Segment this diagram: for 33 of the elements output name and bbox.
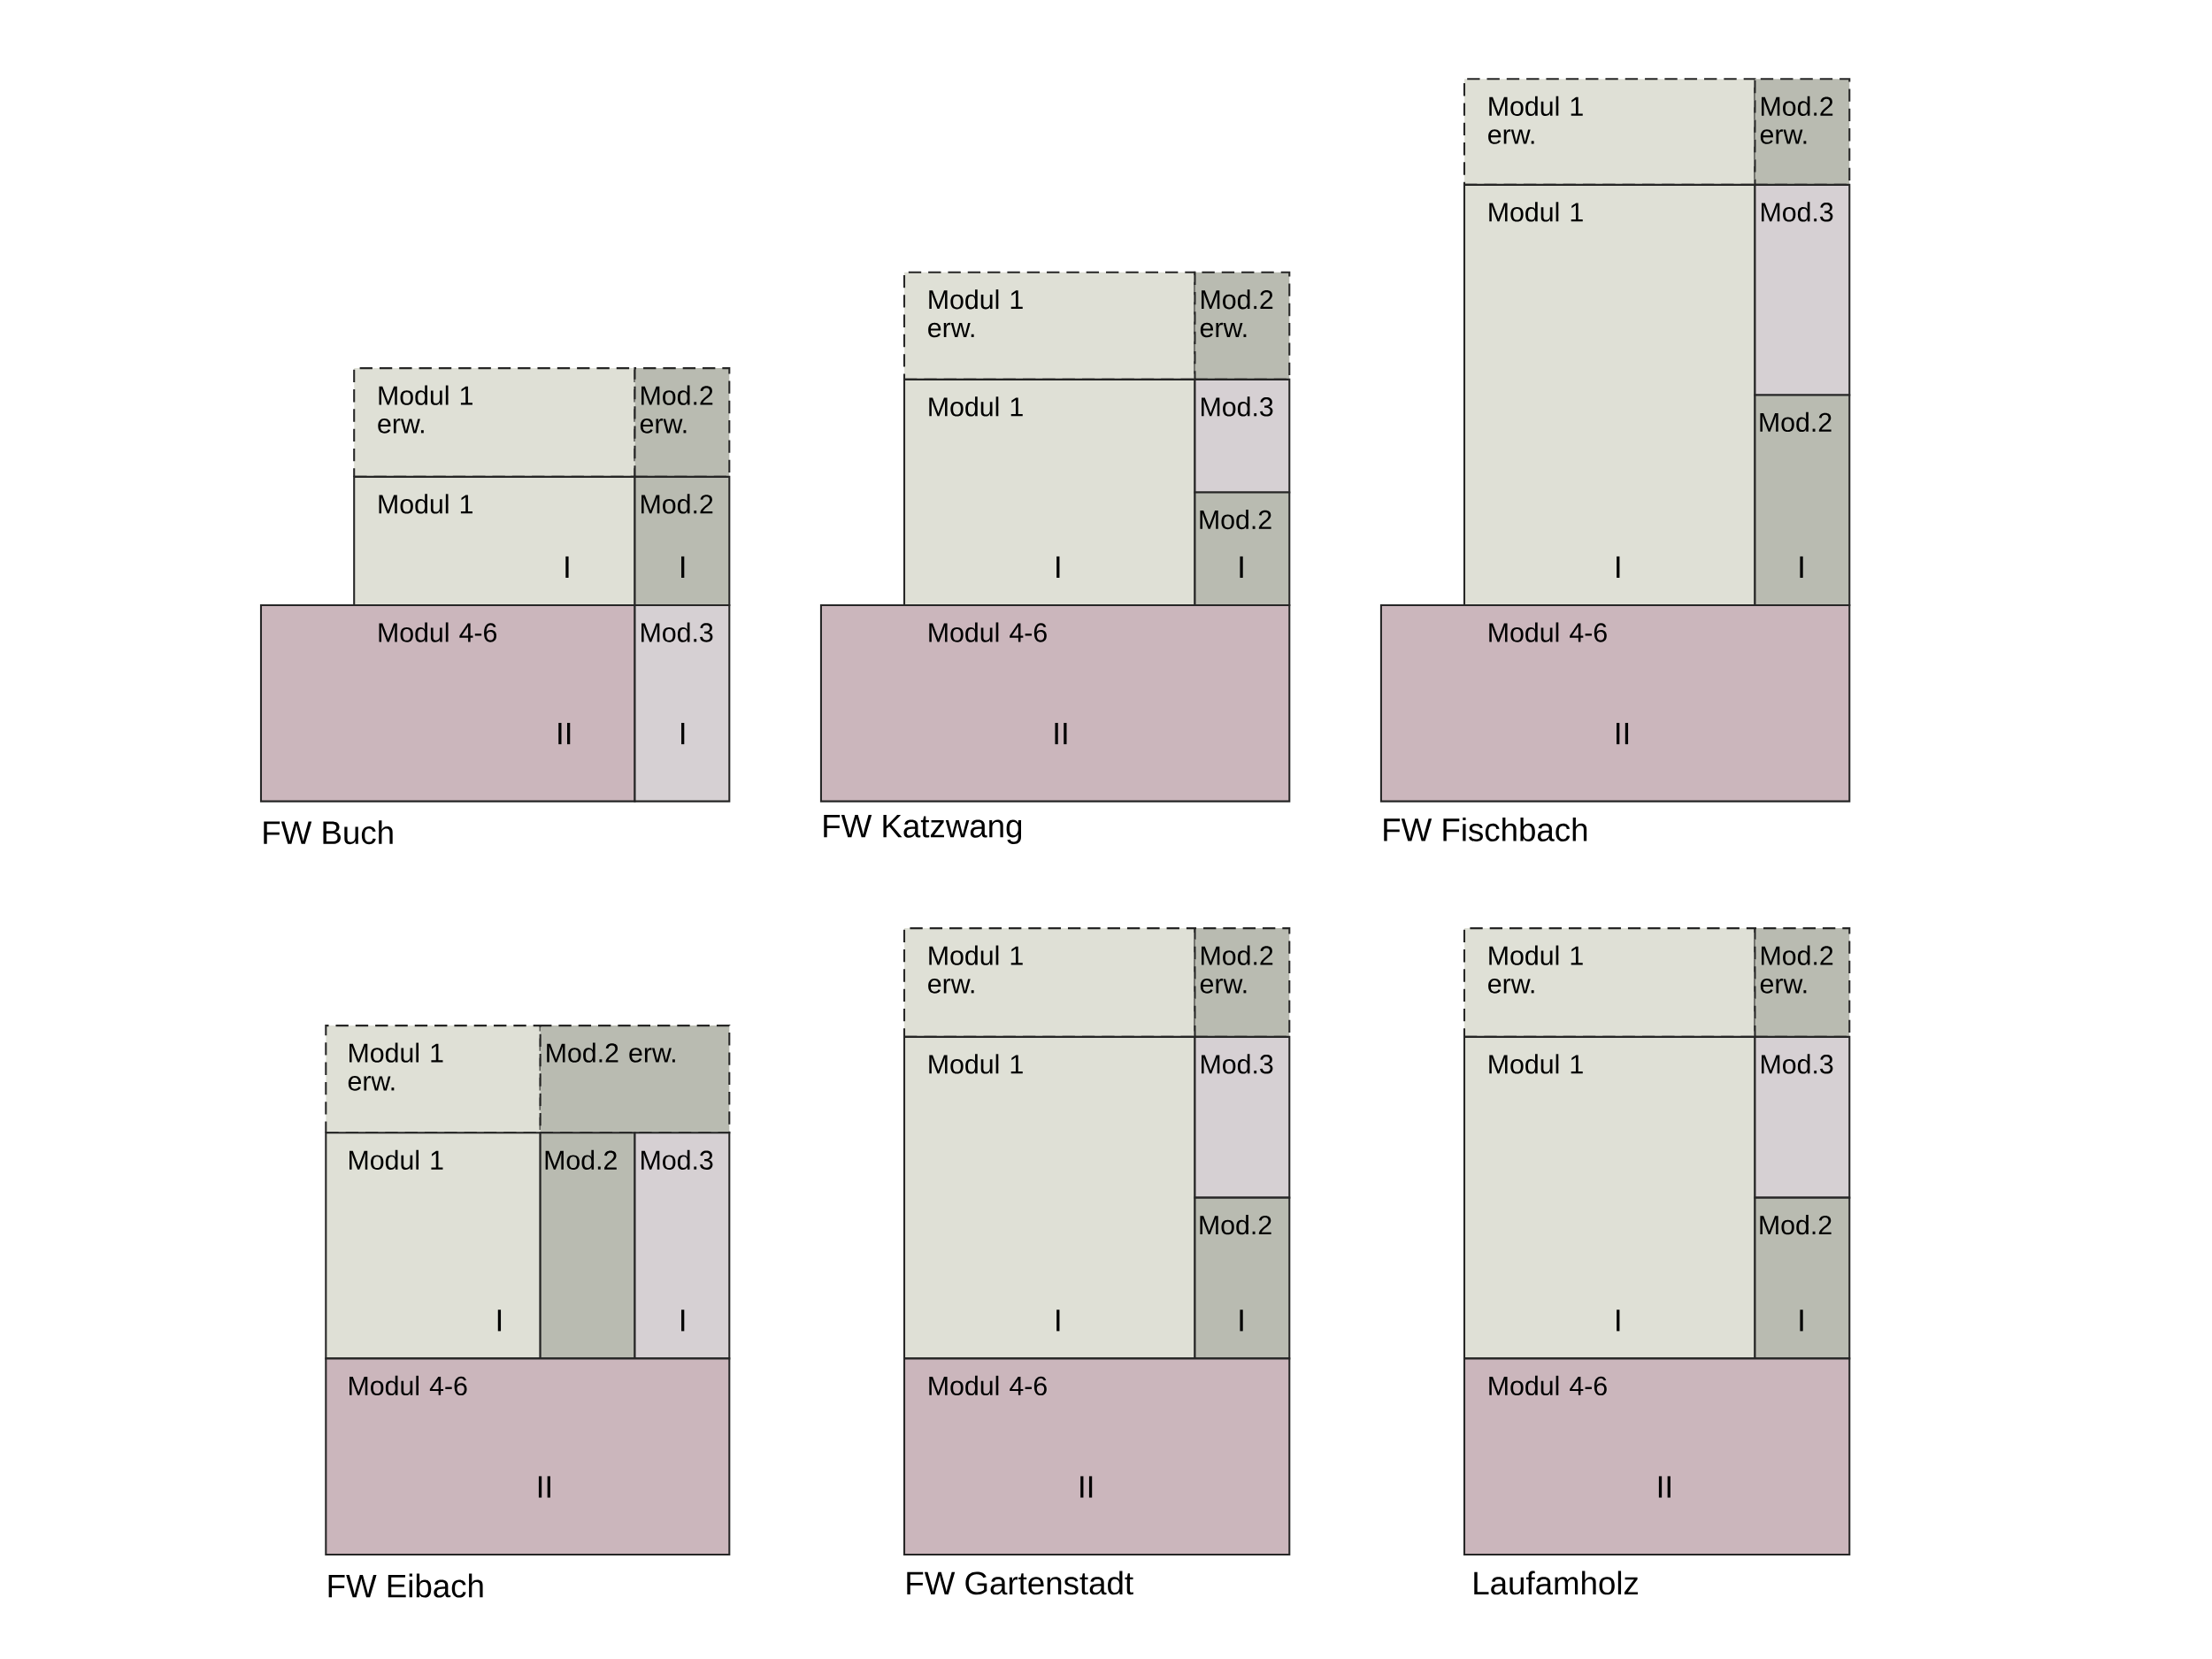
module-box: Modul 4-6 II: [903, 1357, 1291, 1556]
module-box: Modul 4-6 II: [325, 1357, 731, 1556]
module-box: Mod.2 I: [1194, 1196, 1291, 1360]
module-box: Mod.2: [539, 1132, 636, 1360]
module-box: Mod.2 erw.: [1194, 927, 1291, 1038]
module-box: Modul 1 erw.: [903, 927, 1196, 1038]
module-box: Mod.2 erw.: [1754, 78, 1851, 186]
module-box: Mod.3: [1754, 183, 1851, 396]
module-box: Modul 1 erw.: [325, 1025, 541, 1134]
module-box: Modul 1 erw.: [1463, 78, 1756, 186]
module-box: Modul 1 I: [353, 475, 636, 606]
module-box: Mod.3 I: [634, 1132, 731, 1360]
module-box: Modul 1 erw.: [903, 271, 1196, 380]
module-box: Mod.2 I: [1194, 491, 1291, 606]
module-box: Mod.3: [1754, 1035, 1851, 1199]
module-box: Mod.3 I: [634, 603, 731, 803]
module-box: Mod.3: [1194, 1035, 1291, 1199]
module-box: Mod.2 I: [634, 475, 731, 606]
module-box: Modul 1 erw.: [353, 367, 636, 478]
module-box: Mod.2 erw.: [1754, 927, 1851, 1038]
module-box: Mod.2 I: [1754, 1196, 1851, 1360]
module-box: Modul 4-6 II: [1379, 603, 1851, 803]
module-box: Mod.2 erw.: [634, 367, 731, 478]
module-box: Modul 4-6 II: [1463, 1357, 1851, 1556]
module-box: Mod.3: [1194, 378, 1291, 494]
module-box: Mod.2 erw.: [1194, 271, 1291, 380]
module-box: Modul 4-6 II: [259, 603, 636, 803]
module-box: Mod.2 I: [1754, 394, 1851, 606]
module-box: Modul 4-6 II: [819, 603, 1291, 803]
station-label: FW Fischbach: [1384, 818, 1587, 841]
module-box: Modul 1 erw.: [1463, 927, 1756, 1038]
station-label: FW Katzwang: [824, 815, 1022, 844]
module-box: Mod.2 erw.: [539, 1025, 731, 1134]
